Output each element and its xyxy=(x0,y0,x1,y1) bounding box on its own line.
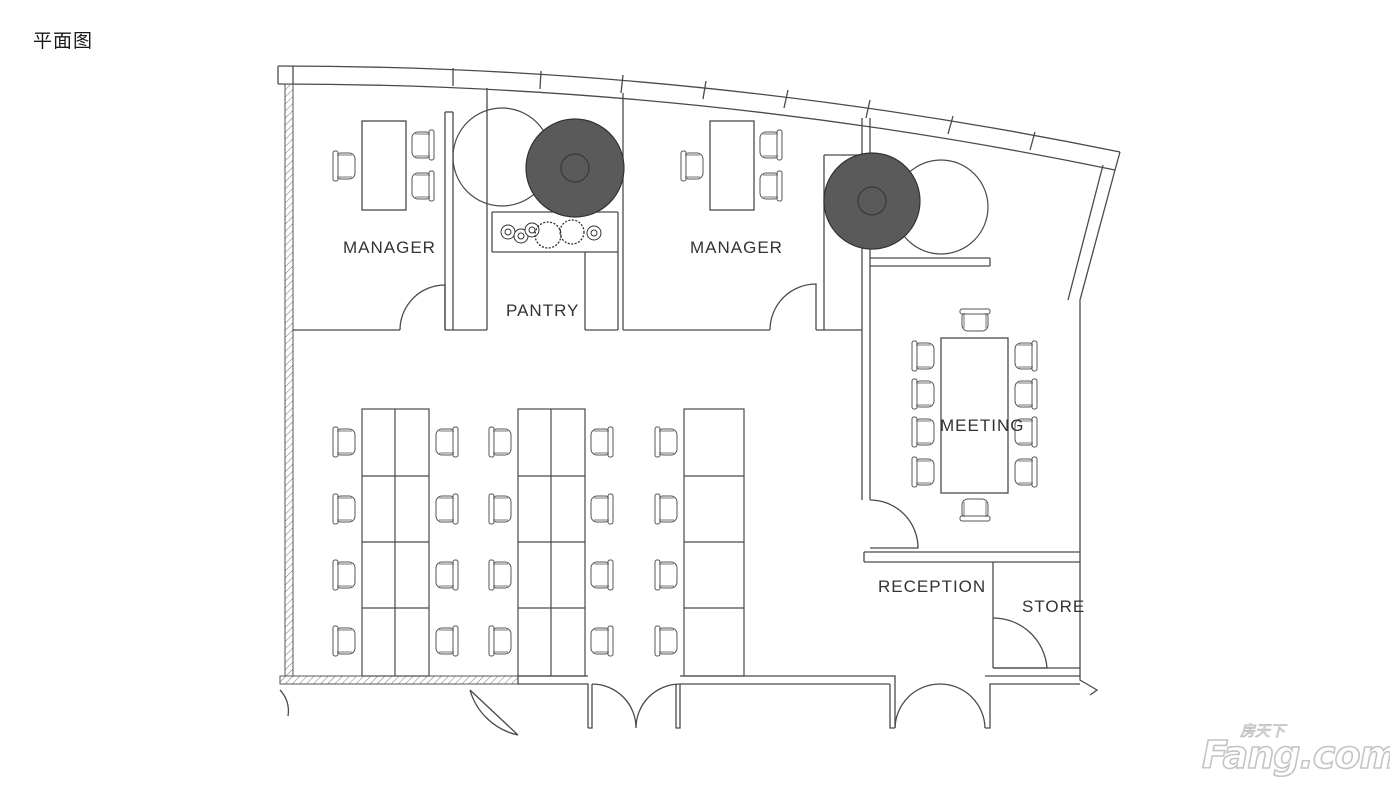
fang-logo: 房天下 Fang.com xyxy=(1201,722,1390,778)
label-manager-left: MANAGER xyxy=(343,238,436,257)
round-table-dark xyxy=(525,118,625,218)
page-title: 平面图 xyxy=(33,30,94,52)
label-meeting: MEETING xyxy=(940,416,1024,435)
workstations xyxy=(361,408,745,677)
label-pantry: PANTRY xyxy=(506,301,579,320)
desk-manager-right xyxy=(709,120,755,211)
desk-manager-left xyxy=(361,120,407,211)
watermark-tagline: 房天下 xyxy=(1240,722,1288,740)
label-store: STORE xyxy=(1022,597,1085,616)
round-table-dark-right xyxy=(823,152,921,250)
label-reception: RECEPTION xyxy=(878,577,986,596)
west-wall-hatch xyxy=(284,83,294,677)
planter-row xyxy=(500,219,602,249)
meeting-table xyxy=(940,337,1009,494)
east-wall xyxy=(1079,169,1116,696)
label-manager-right: MANAGER xyxy=(690,238,783,257)
watermark-brand: Fang.com xyxy=(1202,733,1390,777)
facade-inner-curve xyxy=(277,83,1116,171)
facade-outer-curve xyxy=(277,65,1121,153)
south-wall-hatch xyxy=(279,675,519,685)
